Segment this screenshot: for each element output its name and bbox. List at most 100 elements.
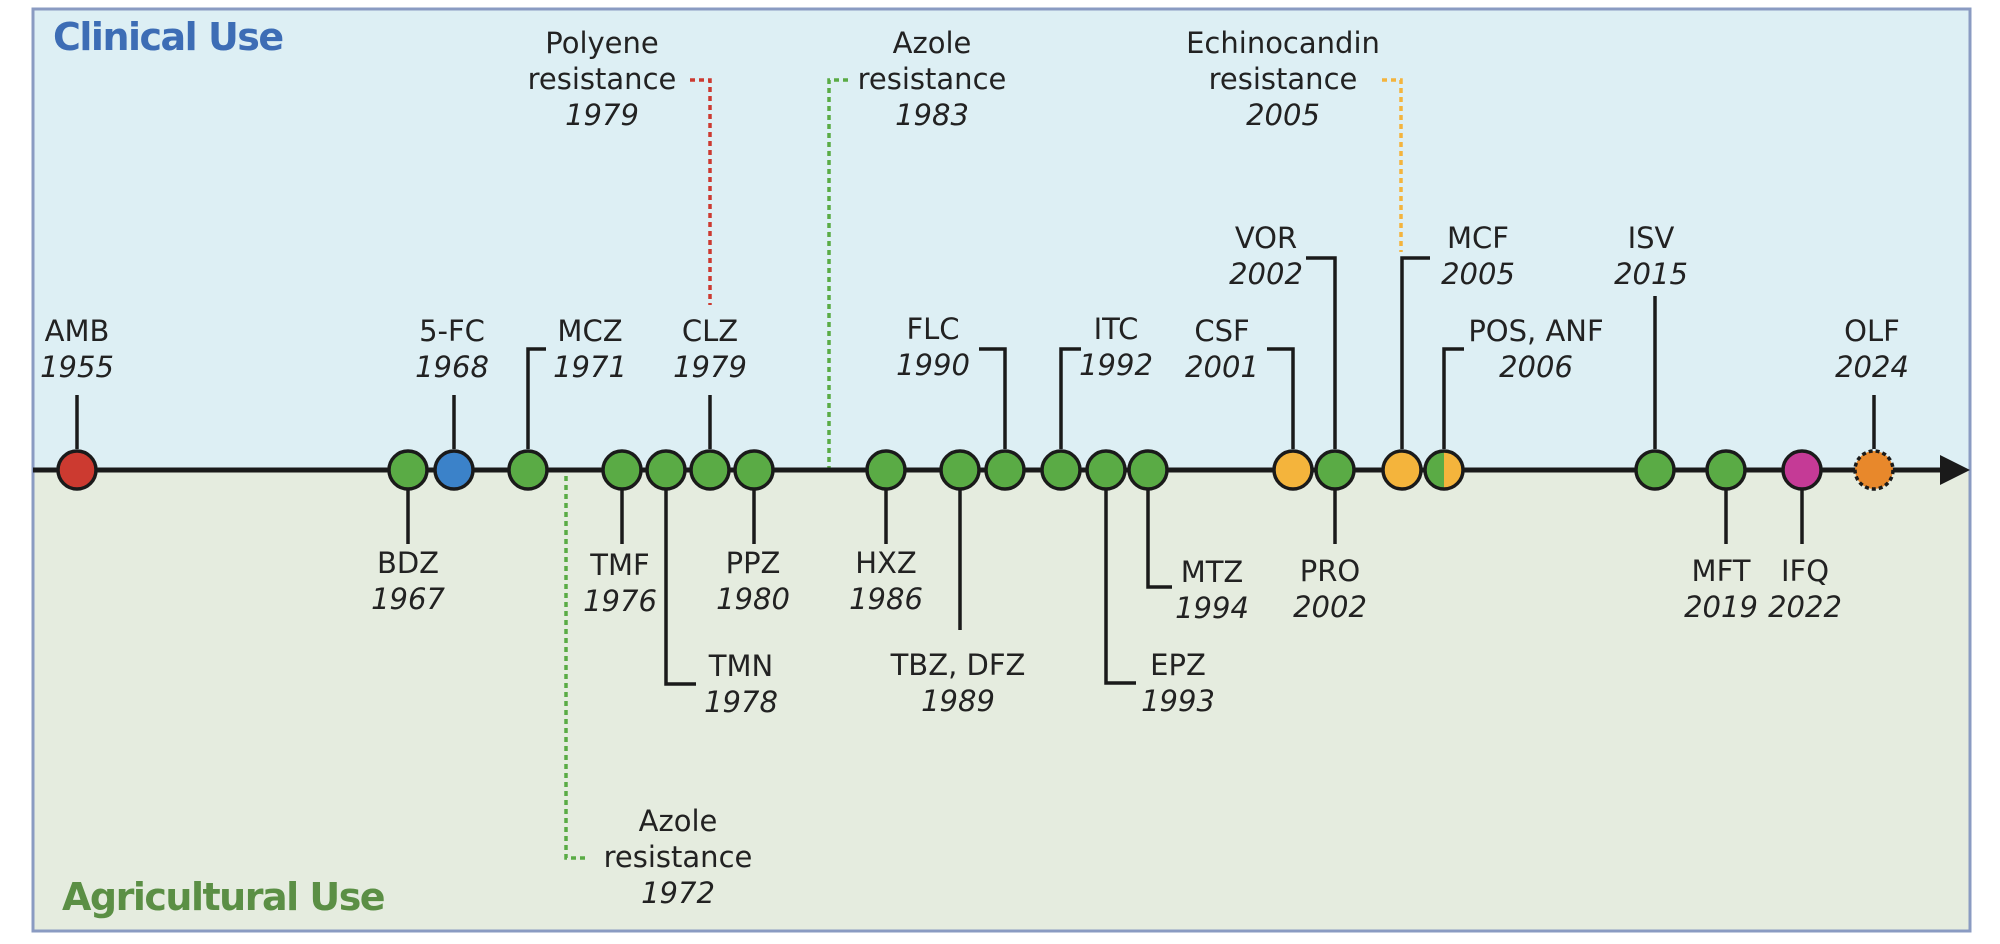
- mtz-marker: [1127, 449, 1169, 491]
- azole-resistance-1983-label-line1: Azole: [893, 26, 972, 60]
- polyene-resistance-connector: [690, 78, 712, 305]
- olf-year: 2024: [1835, 350, 1909, 384]
- mft-marker: [1705, 449, 1747, 491]
- polyene-resistance-label-line1: Polyene: [545, 26, 658, 60]
- 5fc-year: 1968: [415, 350, 489, 384]
- mcz-year: 1971: [553, 350, 627, 384]
- pos-anf-label: POS, ANF: [1468, 314, 1603, 348]
- clz-marker: [689, 449, 731, 491]
- bdz-label: BDZ: [377, 546, 439, 580]
- polyene-resistance-year: 1979: [565, 98, 639, 132]
- mtz-label: MTZ: [1181, 555, 1244, 589]
- pos-anf-marker: [1423, 449, 1465, 491]
- clinical-panel: [33, 9, 1970, 470]
- pro-year: 2002: [1293, 590, 1367, 624]
- bdz-year: 1967: [371, 582, 445, 616]
- echinocandin-resistance-label-line1: Echinocandin: [1186, 26, 1380, 60]
- mcz-marker: [507, 449, 549, 491]
- 5fc-label: 5-FC: [419, 314, 485, 348]
- azole-resistance-1972-year: 1972: [641, 876, 715, 910]
- echinocandin-resistance-year: 2005: [1246, 98, 1320, 132]
- echinocandin-resistance-label-line2: resistance: [1209, 62, 1358, 96]
- flc-leader: [979, 347, 1007, 449]
- itc-leader: [1059, 347, 1081, 449]
- pro-label: PRO: [1300, 554, 1360, 588]
- epz-label: EPZ: [1150, 648, 1206, 682]
- clinical-use-heading: Clinical Use: [53, 15, 283, 59]
- mtz-year: 1994: [1175, 591, 1249, 625]
- vor-pro-marker: [1314, 449, 1356, 491]
- agricultural-use-heading: Agricultural Use: [62, 875, 384, 919]
- bdz-marker: [387, 449, 429, 491]
- tbz-dfz-marker: [939, 449, 981, 491]
- clz-year: 1979: [673, 350, 747, 384]
- olf-marker: [1853, 449, 1895, 491]
- azole-resistance-1983-connector: [827, 78, 848, 468]
- tbz-dfz-year: 1989: [921, 684, 995, 718]
- hxz-marker: [865, 449, 907, 491]
- mcf-marker: [1381, 449, 1423, 491]
- agricultural-panel: [33, 470, 1970, 931]
- vor-label: VOR: [1235, 221, 1297, 255]
- itc-label: ITC: [1094, 312, 1139, 346]
- isv-label: ISV: [1628, 221, 1675, 255]
- epz-year: 1993: [1141, 684, 1215, 718]
- csf-leader: [1267, 347, 1295, 449]
- ifq-label: IFQ: [1781, 554, 1829, 588]
- mcf-year: 2005: [1441, 257, 1515, 291]
- echinocandin-resistance-connector: [1382, 78, 1403, 252]
- mcz-label: MCZ: [557, 314, 622, 348]
- pos-anf-leader: [1442, 347, 1464, 449]
- isv-marker: [1634, 449, 1676, 491]
- azole-resistance-1972-label-line1: Azole: [639, 804, 718, 838]
- tbz-dfz-label: TBZ, DFZ: [890, 648, 1026, 682]
- timeline-arrowhead: [1940, 455, 1970, 485]
- mcf-leader: [1400, 256, 1430, 449]
- hxz-label: HXZ: [855, 546, 917, 580]
- epz-marker: [1085, 449, 1127, 491]
- hxz-year: 1986: [849, 582, 923, 616]
- itc-year: 1992: [1079, 348, 1153, 382]
- tmn-marker: [645, 449, 687, 491]
- vor-leader: [1306, 256, 1337, 449]
- csf-label: CSF: [1194, 314, 1249, 348]
- amb-marker: [56, 449, 98, 491]
- csf-year: 2001: [1185, 350, 1259, 384]
- mft-year: 2019: [1684, 590, 1758, 624]
- azole-resistance-1983-year: 1983: [895, 98, 969, 132]
- tmf-marker: [601, 449, 643, 491]
- ppz-year: 1980: [716, 582, 790, 616]
- itc-marker: [1040, 449, 1082, 491]
- flc-year: 1990: [896, 348, 970, 382]
- tmn-year: 1978: [704, 685, 778, 719]
- ppz-marker: [733, 449, 775, 491]
- polyene-resistance-label-line2: resistance: [528, 62, 677, 96]
- mcf-label: MCF: [1447, 221, 1509, 255]
- clz-label: CLZ: [682, 314, 738, 348]
- amb-label: AMB: [45, 314, 110, 348]
- csf-marker: [1272, 449, 1314, 491]
- tmf-label: TMF: [589, 548, 649, 582]
- tmf-year: 1976: [583, 584, 657, 618]
- mft-label: MFT: [1692, 554, 1751, 588]
- epz-leader: [1104, 490, 1136, 685]
- mcz-leader: [526, 347, 546, 449]
- ppz-label: PPZ: [726, 546, 781, 580]
- flc-label: FLC: [906, 312, 959, 346]
- flc-marker: [984, 449, 1026, 491]
- azole-resistance-1972-label-line2: resistance: [604, 840, 753, 874]
- pos-anf-year: 2006: [1499, 350, 1573, 384]
- mtz-leader: [1146, 490, 1172, 589]
- 5fc-marker: [433, 449, 475, 491]
- ifq-year: 2022: [1768, 590, 1842, 624]
- azole-resistance-1972-connector: [564, 476, 588, 860]
- tmn-label: TMN: [708, 649, 773, 683]
- amb-year: 1955: [40, 350, 114, 384]
- isv-year: 2015: [1614, 257, 1688, 291]
- olf-label: OLF: [1844, 314, 1900, 348]
- ifq-marker: [1781, 449, 1823, 491]
- vor-year: 2002: [1229, 257, 1303, 291]
- tmn-leader: [664, 490, 696, 686]
- azole-resistance-1983-label-line2: resistance: [858, 62, 1007, 96]
